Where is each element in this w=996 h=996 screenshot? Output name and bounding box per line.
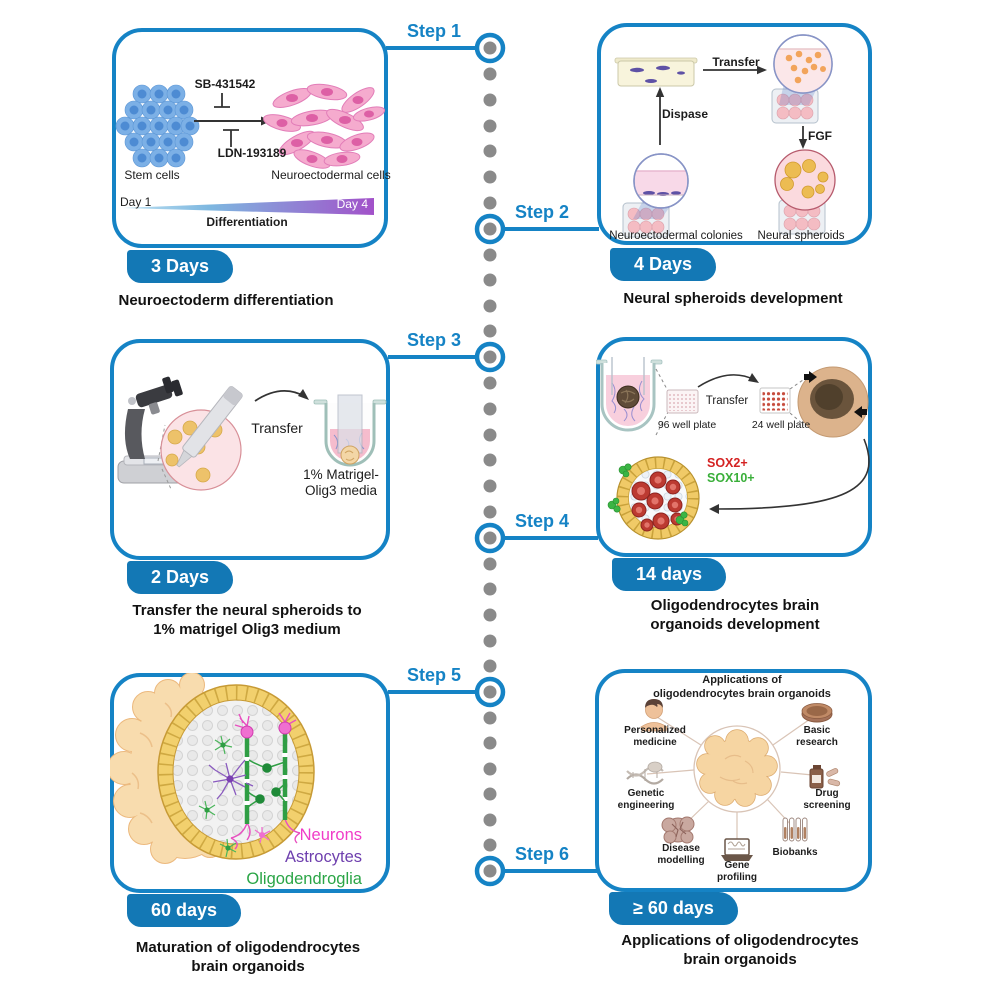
panel-6-box <box>595 669 872 892</box>
fgf-label: FGF <box>808 129 832 143</box>
transfer-label: Transfer <box>705 395 749 407</box>
stem-cells-label: Stem cells <box>124 168 180 182</box>
panel-6-caption: Applications of oligodendrocytes brain o… <box>621 932 859 969</box>
matrigel-media-label: 1% Matrigel- Olig3 media <box>303 467 379 499</box>
step-markers <box>474 32 506 887</box>
inhibitor-sb-label: SB-431542 <box>194 77 256 91</box>
app-biobanks: Biobanks <box>772 847 818 858</box>
legend-neurons: Neurons <box>299 826 362 844</box>
step-label-5: Step 5 <box>406 665 461 685</box>
panel-4-caption: Oligodendrocytes brain organoids develop… <box>650 597 820 634</box>
sox2-label: SOX2+ <box>707 456 748 470</box>
step-connector-lines <box>386 46 599 873</box>
legend-astrocytes: Astrocytes <box>284 848 362 866</box>
app-basic-research: Basic research <box>796 725 838 749</box>
timeline-dots <box>483 67 497 852</box>
duration-badge-5: 60 days <box>127 894 242 927</box>
panel-5-caption: Maturation of oligodendrocytes brain org… <box>135 939 361 976</box>
duration-badge-2: 4 Days <box>610 248 717 281</box>
applications-title: Applications of oligodendrocytes brain o… <box>653 674 831 701</box>
plate-24-label: 24 well plate <box>751 419 811 431</box>
differentiation-axis-label: Differentiation <box>206 215 288 229</box>
duration-badge-6: ≥ 60 days <box>609 892 738 925</box>
transfer-label: Transfer <box>712 55 760 69</box>
step-label-4: Step 4 <box>515 511 570 531</box>
step-label-6: Step 6 <box>515 844 570 864</box>
app-disease-modelling: Disease modelling <box>657 843 705 867</box>
app-gene-profiling: Gene profiling <box>717 860 757 884</box>
duration-badge-1: 3 Days <box>127 250 234 283</box>
step-label-3: Step 3 <box>406 330 461 350</box>
panel-4-box <box>596 337 872 557</box>
transfer-label: Transfer <box>251 420 303 436</box>
neural-spheroids-label: Neural spheroids <box>757 230 845 242</box>
sox10-label: SOX10+ <box>707 471 755 485</box>
neuroectodermal-cells-label: Neuroectodermal cells <box>271 168 391 182</box>
dispase-label: Dispase <box>661 107 709 121</box>
neuroectodermal-colonies-label: Neuroectodermal colonies <box>609 230 743 242</box>
app-genetic-engineering-fix: Genetic engineering <box>617 788 675 812</box>
panel-3-caption: Transfer the neural spheroids to 1% matr… <box>132 602 362 639</box>
day-start-label: Day 1 <box>120 195 152 209</box>
app-drug-screening: Drug screening <box>803 788 851 812</box>
duration-badge-4: 14 days <box>612 558 727 591</box>
plate-96-label: 96 well plate <box>657 419 717 431</box>
panel-3-box <box>110 339 390 560</box>
panel-1-caption: Neuroectoderm differentiation <box>118 292 334 309</box>
duration-badge-3: 2 Days <box>127 561 234 594</box>
inhibitor-ldn-label: LDN-193189 <box>217 146 287 160</box>
day-end-label: Day 4 <box>336 197 368 211</box>
panel-2-caption: Neural spheroids development <box>623 290 843 307</box>
app-personalized-medicine: Personalized medicine <box>624 725 686 749</box>
legend-oligodendroglia: Oligodendroglia <box>246 870 362 888</box>
step-label-1: Step 1 <box>406 21 461 41</box>
step-label-2: Step 2 <box>515 202 570 222</box>
